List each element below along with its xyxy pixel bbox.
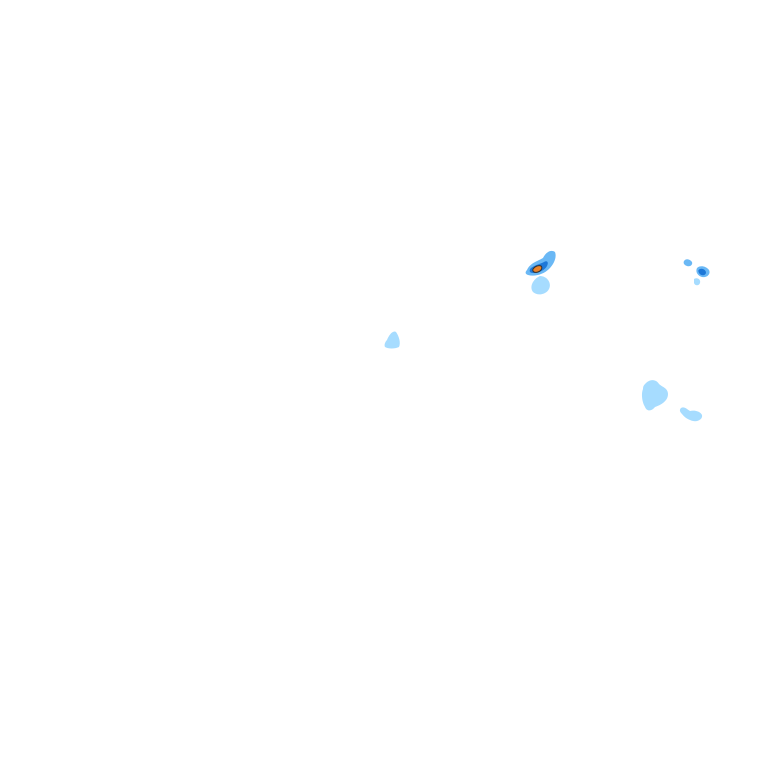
precip-very-heavy-area bbox=[532, 265, 543, 273]
precip-light-area bbox=[679, 407, 703, 422]
precip-cell-southeast bbox=[641, 380, 703, 422]
precip-heavy-area bbox=[698, 268, 706, 276]
precip-light-area bbox=[531, 276, 550, 295]
precip-moderate-area bbox=[683, 259, 693, 267]
precip-cell-east bbox=[683, 259, 710, 286]
precip-light-area bbox=[384, 331, 400, 349]
precip-cell-west bbox=[384, 331, 400, 349]
precip-cell-north bbox=[525, 250, 556, 295]
precip-light-area bbox=[694, 278, 701, 286]
precip-light-area bbox=[641, 380, 668, 411]
